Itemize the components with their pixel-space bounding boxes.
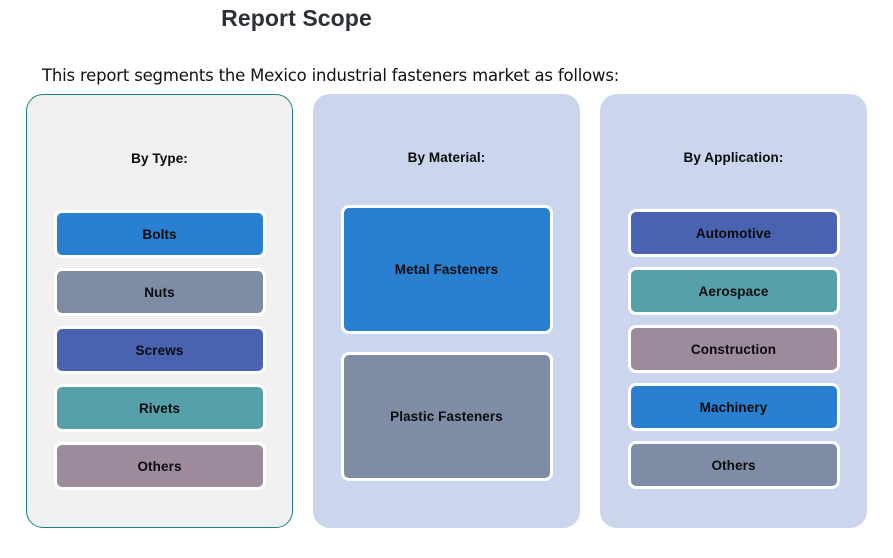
item-others-application[interactable]: Others bbox=[627, 441, 840, 489]
item-label: Rivets bbox=[138, 400, 181, 416]
item-label: Bolts bbox=[142, 226, 177, 242]
item-label: Plastic Fasteners bbox=[390, 409, 503, 424]
panel-by-application: By Application: Automotive Aerospace Con… bbox=[600, 94, 867, 528]
item-label: Construction bbox=[690, 341, 777, 357]
item-plastic-fasteners[interactable]: Plastic Fasteners bbox=[340, 352, 553, 481]
item-label: Metal Fasteners bbox=[394, 262, 499, 277]
item-metal-fasteners[interactable]: Metal Fasteners bbox=[340, 205, 553, 334]
page-title: Report Scope bbox=[221, 5, 372, 31]
page-subtitle: This report segments the Mexico industri… bbox=[42, 66, 620, 85]
item-nuts[interactable]: Nuts bbox=[53, 268, 266, 316]
item-automotive[interactable]: Automotive bbox=[627, 209, 840, 257]
item-label: Machinery bbox=[699, 399, 768, 415]
panel-by-material-items: Metal Fasteners Plastic Fasteners bbox=[313, 205, 580, 481]
panel-by-application-items: Automotive Aerospace Construction Machin… bbox=[600, 209, 867, 489]
item-machinery[interactable]: Machinery bbox=[627, 383, 840, 431]
item-label: Nuts bbox=[144, 284, 175, 300]
segmentation-panels: By Type: Bolts Nuts Screws Rivets Others… bbox=[26, 94, 867, 528]
item-label: Others bbox=[137, 458, 182, 474]
panel-by-material-header: By Material: bbox=[407, 150, 486, 165]
panel-by-type-header: By Type: bbox=[131, 151, 188, 166]
item-label: Others bbox=[711, 457, 756, 473]
item-screws[interactable]: Screws bbox=[53, 326, 266, 374]
item-aerospace[interactable]: Aerospace bbox=[627, 267, 840, 315]
panel-by-type-items: Bolts Nuts Screws Rivets Others bbox=[27, 210, 292, 490]
panel-by-type: By Type: Bolts Nuts Screws Rivets Others bbox=[26, 94, 293, 528]
item-bolts[interactable]: Bolts bbox=[53, 210, 266, 258]
panel-by-application-header: By Application: bbox=[683, 150, 784, 165]
item-label: Automotive bbox=[695, 225, 772, 241]
item-others-type[interactable]: Others bbox=[53, 442, 266, 490]
item-construction[interactable]: Construction bbox=[627, 325, 840, 373]
panel-by-material: By Material: Metal Fasteners Plastic Fas… bbox=[313, 94, 580, 528]
item-label: Aerospace bbox=[698, 283, 769, 299]
item-rivets[interactable]: Rivets bbox=[53, 384, 266, 432]
item-label: Screws bbox=[135, 342, 184, 358]
